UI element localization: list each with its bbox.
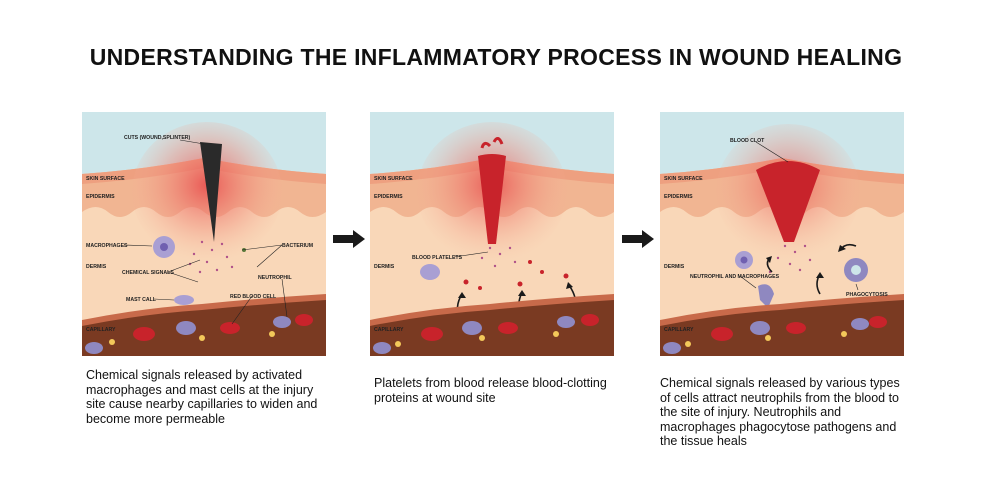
label-phagocytosis: PHAGOCYTOSIS (846, 292, 888, 298)
label-blood-platelets: BLOOD PLATELETS (412, 255, 463, 261)
chemical-signal-dots (188, 240, 234, 274)
white-blood-cells (663, 318, 869, 354)
caption-step-3: Chemical signals released by various typ… (660, 376, 900, 448)
red-blood-cells (109, 314, 313, 345)
label-red-blood-cell: RED BLOOD CELL (230, 294, 277, 300)
blood-clot (756, 161, 820, 242)
wound-blood (478, 154, 506, 244)
red-blood-cells (685, 316, 887, 347)
panel-injury: CUTS (WOUND,SPLINTER) SKIN SURFACE EPIDE… (82, 112, 326, 356)
label-capillary: CAPILLARY (86, 327, 116, 333)
label-macrophages: MACROPHAGES (86, 243, 128, 249)
label-dermis: DERMIS (86, 264, 107, 270)
panel-clotting: SKIN SURFACE EPIDERMIS DERMIS CAPILLARY … (370, 112, 614, 356)
blood-splash (480, 137, 504, 149)
label-epidermis: EPIDERMIS (664, 194, 693, 200)
caption-step-2: Platelets from blood release blood-clott… (374, 376, 607, 405)
arrow-right-icon (622, 230, 654, 248)
page-title: UNDERSTANDING THE INFLAMMATORY PROCESS I… (89, 44, 903, 70)
label-capillary: CAPILLARY (374, 327, 404, 333)
capillary (660, 298, 904, 356)
red-blood-cells (395, 314, 599, 347)
label-neutrophil: NEUTROPHIL (258, 275, 293, 281)
label-skin-surface: SKIN SURFACE (374, 176, 413, 182)
neutrophil (758, 284, 774, 308)
label-dermis: DERMIS (664, 264, 685, 270)
arrow-right-icon (333, 230, 365, 248)
label-bacterium: BACTERIUM (282, 243, 313, 249)
label-skin-surface: SKIN SURFACE (664, 176, 703, 182)
chemical-signal-dots (480, 246, 517, 268)
label-epidermis: EPIDERMIS (86, 194, 115, 200)
white-blood-cells (373, 316, 575, 354)
platelets (463, 260, 569, 290)
leader-lines (123, 139, 288, 325)
label-epidermis: EPIDERMIS (374, 194, 403, 200)
platelet-cell (420, 264, 440, 280)
label-dermis: DERMIS (374, 264, 395, 270)
capillary (370, 298, 614, 356)
label-neutrophil-macrophages: NEUTROPHIL AND MACROPHAGES (690, 274, 780, 280)
panel-healing: BLOOD CLOT SKIN SURFACE EPIDERMIS DERMIS… (660, 112, 904, 356)
white-blood-cells (85, 316, 291, 354)
label-mast-call: MAST CALL (126, 297, 157, 303)
label-cuts: CUTS (WOUND,SPLINTER) (124, 135, 191, 141)
splinter (200, 142, 222, 242)
mast-cell (174, 295, 194, 305)
capillary (82, 298, 326, 356)
label-capillary: CAPILLARY (664, 327, 694, 333)
label-blood-clot: BLOOD CLOT (730, 138, 765, 144)
caption-step-1: Chemical signals released by activated m… (86, 368, 318, 426)
leader-lines (739, 141, 859, 291)
label-skin-surface: SKIN SURFACE (86, 176, 125, 182)
label-chemical-signals: CHEMICAL SIGNALS (122, 270, 174, 276)
